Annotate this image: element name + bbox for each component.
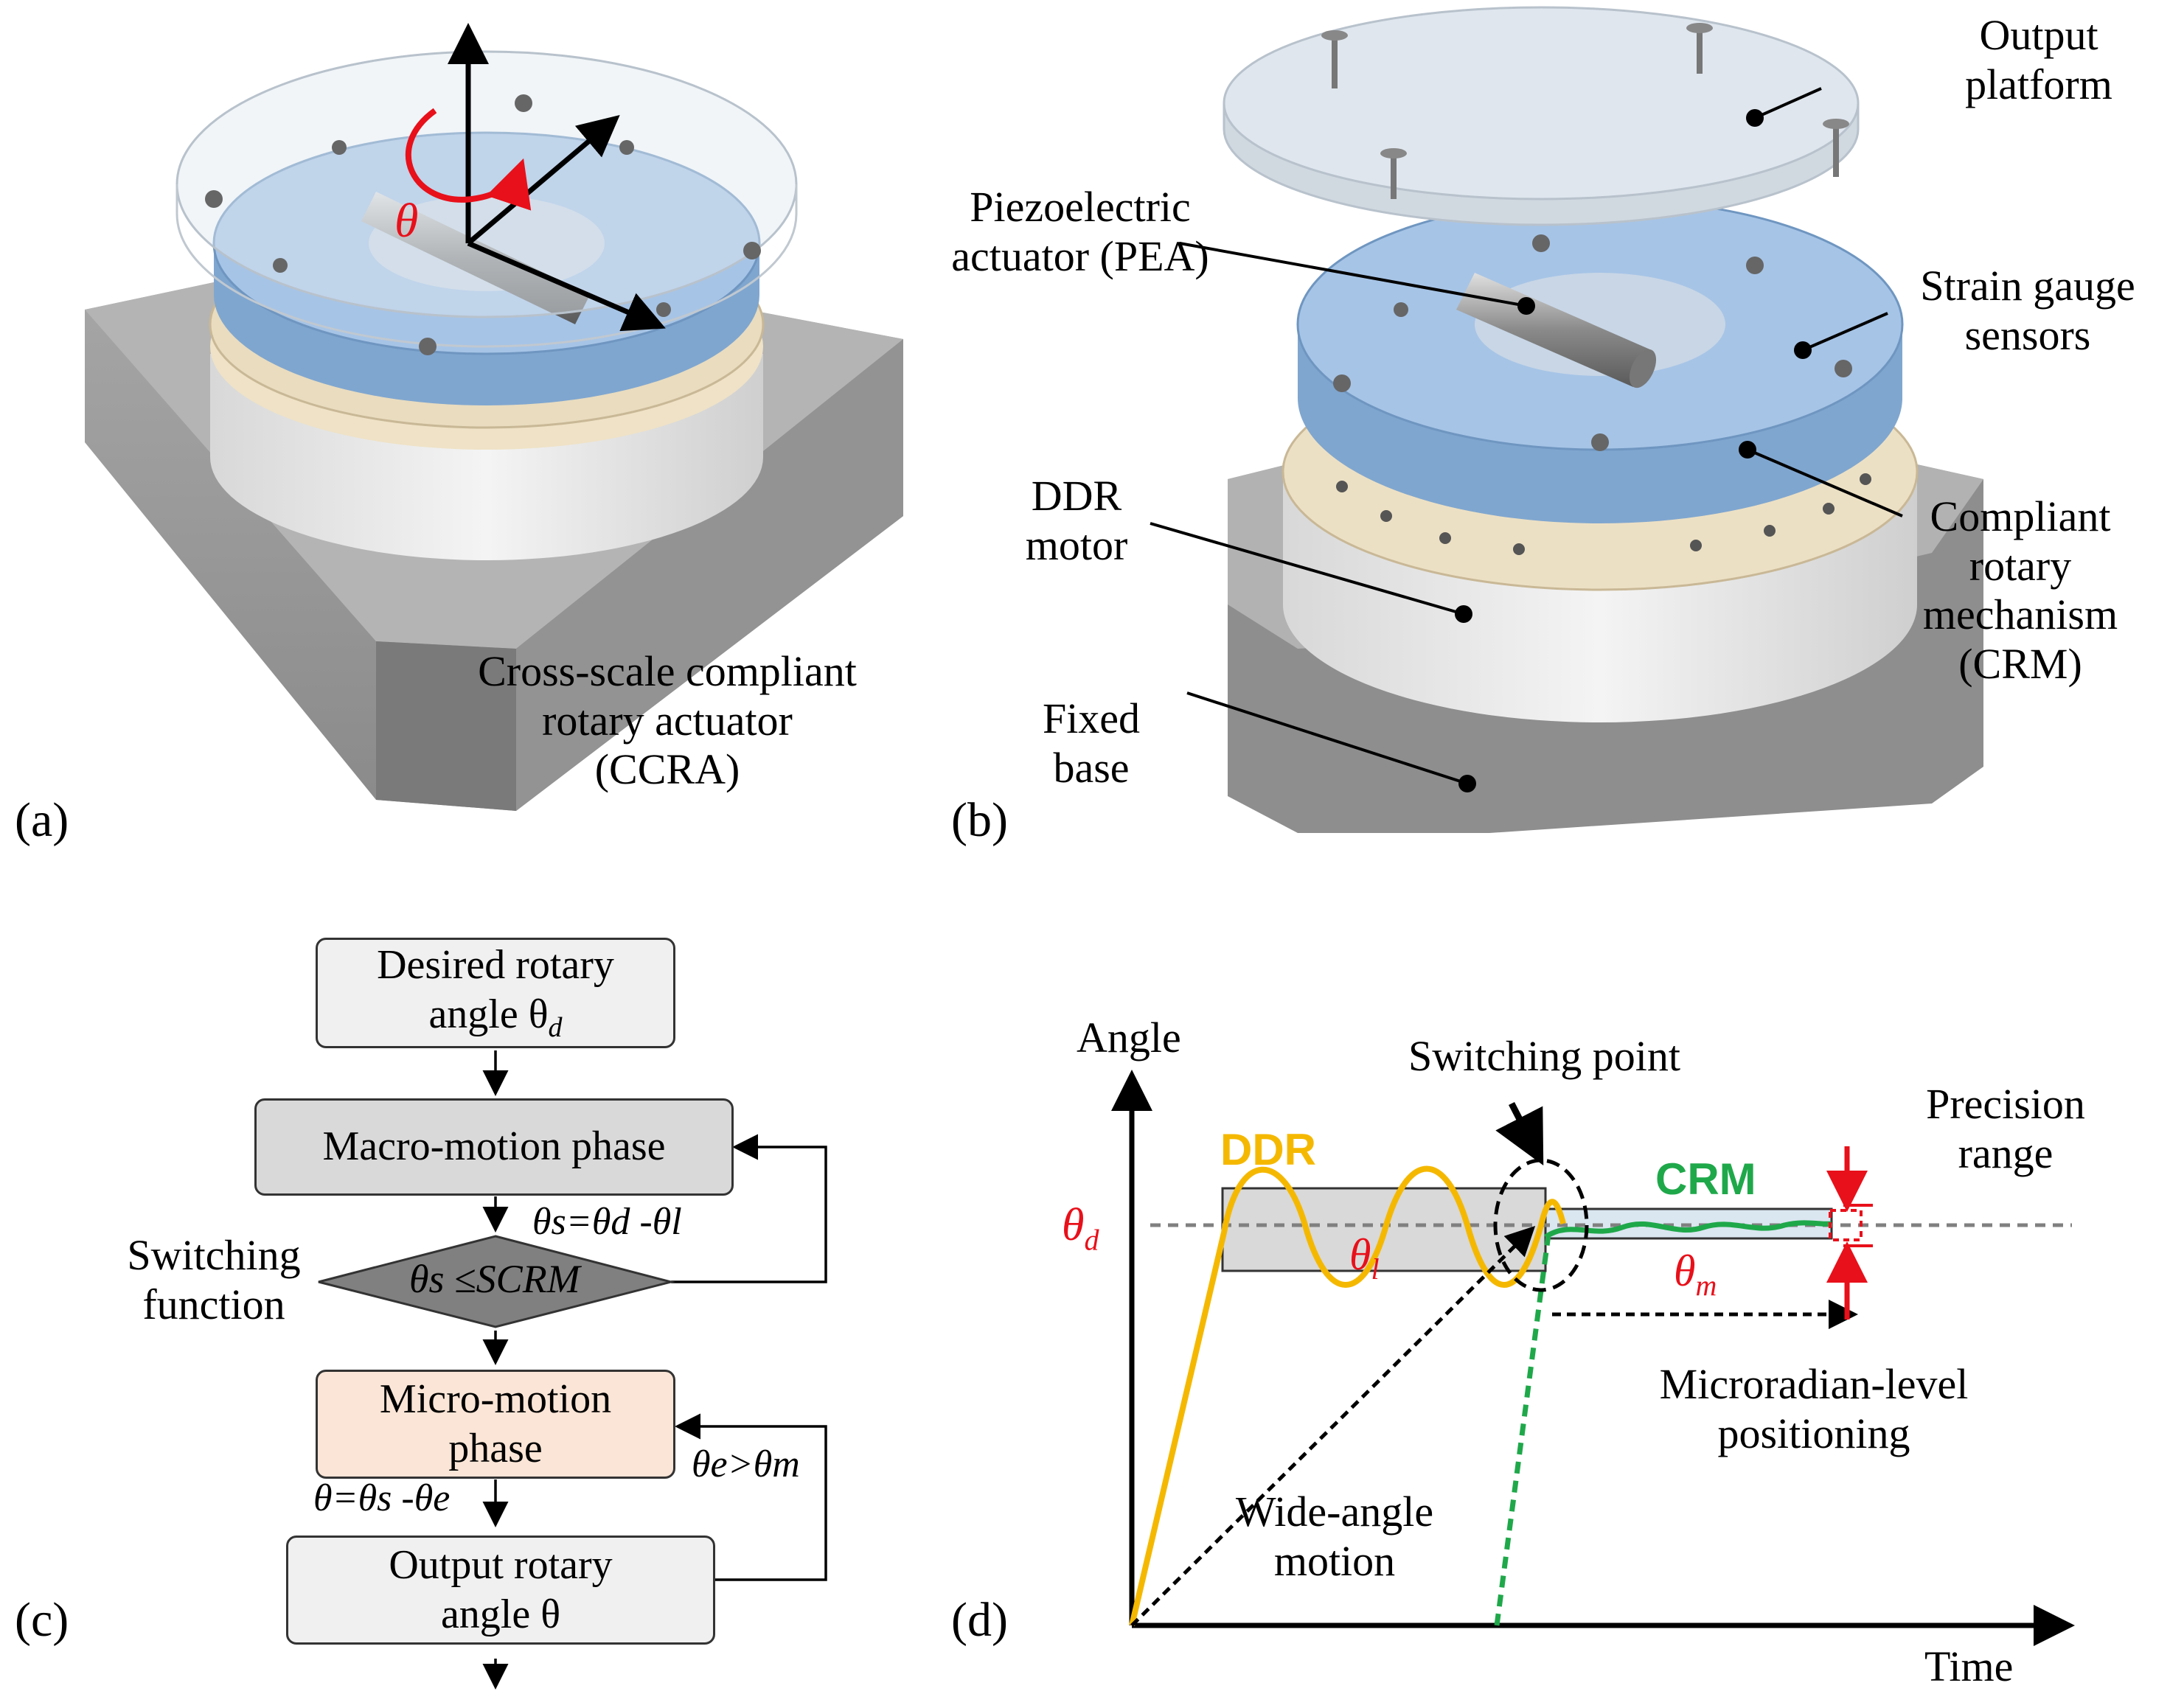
equation-theta-s: θs=θd -θl bbox=[532, 1201, 682, 1243]
crm-curve bbox=[1544, 1220, 1832, 1239]
theta-l-label: θl bbox=[1349, 1230, 1380, 1286]
micro-motion-line2: phase bbox=[448, 1426, 543, 1471]
equation-error: θe>θm bbox=[692, 1443, 800, 1485]
crm-series-label: CRM bbox=[1655, 1154, 1756, 1204]
base-line2: base bbox=[1053, 743, 1130, 792]
pea-line1: Piezoelectric bbox=[970, 183, 1191, 231]
diamond-condition: θs ≤SCRM bbox=[409, 1257, 580, 1301]
theta-rotation-label: θ bbox=[394, 194, 419, 248]
pea-line2: actuator (PEA) bbox=[951, 231, 1209, 280]
output-angle-line1: Output rotary bbox=[389, 1541, 613, 1588]
panel-label-b: (b) bbox=[951, 793, 1008, 847]
ddr-motor-label: DDR motor bbox=[1003, 472, 1150, 570]
crm-line3: mechanism bbox=[1922, 590, 2118, 639]
strain-line2: sensors bbox=[1964, 310, 2091, 359]
output-platform-line2: platform bbox=[1965, 60, 2112, 108]
theta-d-label: θd bbox=[1062, 1200, 1099, 1257]
ddr-series-label: DDR bbox=[1220, 1125, 1316, 1174]
output-platform-label: Output platform bbox=[1939, 11, 2138, 109]
base-line1: Fixed bbox=[1042, 694, 1141, 742]
microradian-line1: Microradian-level bbox=[1659, 1360, 1969, 1408]
output-angle-box: Output rotary angle θ bbox=[286, 1536, 715, 1645]
ddr-line1: DDR bbox=[1031, 472, 1122, 520]
precision-range-label: Precision range bbox=[1873, 1080, 2138, 1178]
output-angle-line2: angle θ bbox=[440, 1592, 561, 1637]
switching-function-label: Switching function bbox=[103, 1231, 324, 1329]
x-axis-label: Time bbox=[1924, 1642, 2014, 1690]
desired-angle-line1: Desired rotary bbox=[377, 942, 614, 989]
panel-label-c: (c) bbox=[15, 1593, 69, 1647]
wide-angle-dashed bbox=[1130, 1225, 1536, 1627]
panel-label-d: (d) bbox=[951, 1593, 1008, 1647]
crm-line1: Compliant bbox=[1930, 492, 2111, 540]
switching-function-diamond bbox=[318, 1235, 675, 1328]
output-platform-line1: Output bbox=[1979, 11, 2098, 59]
switching-point-label: Switching point bbox=[1408, 1032, 1680, 1080]
crm-line4: (CRM) bbox=[1958, 640, 2082, 689]
crm-line2: rotary bbox=[1969, 541, 2072, 590]
strain-line1: Strain gauge bbox=[1920, 262, 2135, 310]
macro-motion-text: Macro-motion phase bbox=[322, 1123, 666, 1170]
precision-line1: Precision bbox=[1926, 1080, 2085, 1128]
desired-angle-box: Desired rotary angle θd bbox=[316, 938, 675, 1048]
desired-angle-line2: angle θd bbox=[428, 991, 563, 1044]
y-axis-label: Angle bbox=[1077, 1014, 1181, 1062]
exploded-view-illustration bbox=[1150, 6, 1983, 833]
ccra-device-illustration bbox=[85, 23, 903, 811]
ddr-line2: motor bbox=[1025, 520, 1128, 569]
micro-motion-line1: Micro-motion bbox=[379, 1376, 612, 1422]
fixed-base-label: Fixed base bbox=[1018, 694, 1165, 792]
wide-angle-line1: Wide-angle bbox=[1235, 1488, 1434, 1536]
switching-function-line1: Switching bbox=[127, 1231, 301, 1279]
ccra-caption-line3: (CCRA) bbox=[594, 745, 740, 794]
flowchart-connectors bbox=[482, 1050, 827, 1690]
wide-angle-label: Wide-angle motion bbox=[1209, 1488, 1460, 1586]
precision-line2: range bbox=[1958, 1129, 2053, 1177]
microradian-line2: positioning bbox=[1717, 1409, 1910, 1457]
ccra-caption-line2: rotary actuator bbox=[542, 696, 793, 745]
switching-function-line2: function bbox=[142, 1280, 285, 1328]
switching-point-arrow bbox=[1495, 1101, 1544, 1166]
microradian-label: Microradian-level positioning bbox=[1593, 1360, 2035, 1458]
ccra-caption-line1: Cross-scale compliant bbox=[478, 647, 857, 695]
crm-label: Compliant rotary mechanism (CRM) bbox=[1910, 492, 2131, 689]
switching-point-circle bbox=[1493, 1158, 1589, 1292]
theta-m-label: θm bbox=[1674, 1247, 1717, 1302]
panel-label-a: (a) bbox=[15, 793, 69, 847]
wide-angle-line2: motion bbox=[1273, 1536, 1396, 1585]
desired-angle-subscript: d bbox=[548, 1012, 563, 1044]
macro-motion-box: Macro-motion phase bbox=[254, 1098, 734, 1196]
pea-label: Piezoelectric actuator (PEA) bbox=[933, 183, 1228, 281]
strain-gauge-label: Strain gauge sensors bbox=[1895, 262, 2160, 360]
timing-chart bbox=[1111, 1070, 2075, 1646]
crm-rise-dashed bbox=[1494, 1234, 1551, 1626]
equation-theta: θ=θs -θe bbox=[313, 1477, 451, 1519]
micro-motion-box: Micro-motion phase bbox=[316, 1370, 675, 1479]
ccra-caption: Cross-scale compliant rotary actuator (C… bbox=[431, 647, 903, 795]
